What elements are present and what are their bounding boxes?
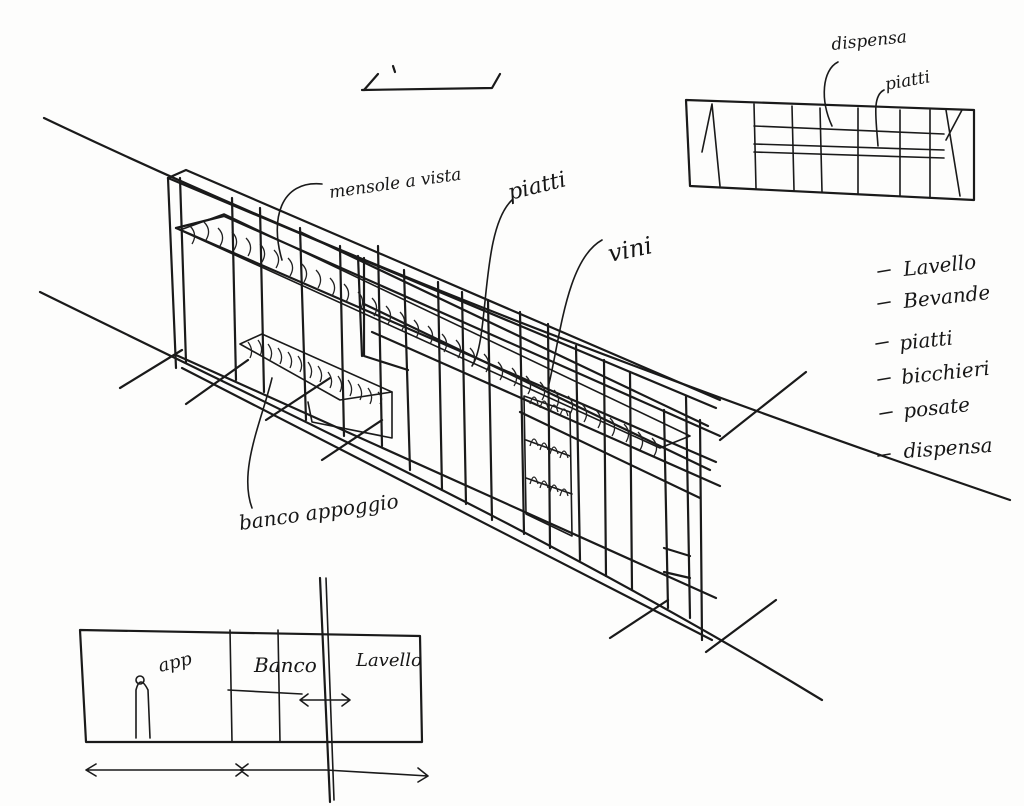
- list-item: bicchieri: [900, 356, 991, 389]
- counter-hatch: [239, 333, 393, 439]
- label-vini: vini: [605, 231, 654, 268]
- label-piatti-top: piatti: [883, 67, 931, 95]
- label-banco-appoggio: banco appoggio: [237, 489, 400, 535]
- items-list: Lavello Bevande piatti bicchieri posate …: [875, 249, 994, 463]
- wine-rack: [523, 395, 573, 537]
- list-item: Bevande: [901, 280, 991, 313]
- list-item: Lavello: [901, 249, 977, 281]
- upper-shelf-hatch: [179, 213, 691, 457]
- label-piatti-persp: piatti: [505, 167, 568, 206]
- label-plan-banco: Banco: [253, 653, 317, 677]
- list-item: posate: [902, 392, 971, 423]
- title-mark: [360, 64, 502, 92]
- cabinet-frame: [166, 168, 722, 642]
- wall-perspective-lines: [38, 116, 1012, 702]
- list-item: dispensa: [903, 433, 994, 463]
- leader-lines: [247, 61, 885, 509]
- label-plan-lavello: Lavello: [355, 650, 422, 671]
- label-mensole: mensole a vista: [328, 165, 463, 203]
- floor-plan: [78, 576, 429, 804]
- top-elevation: [684, 98, 976, 202]
- label-plan-app: app: [156, 648, 194, 677]
- list-item: piatti: [898, 326, 954, 355]
- label-dispensa-top: dispensa: [830, 27, 907, 55]
